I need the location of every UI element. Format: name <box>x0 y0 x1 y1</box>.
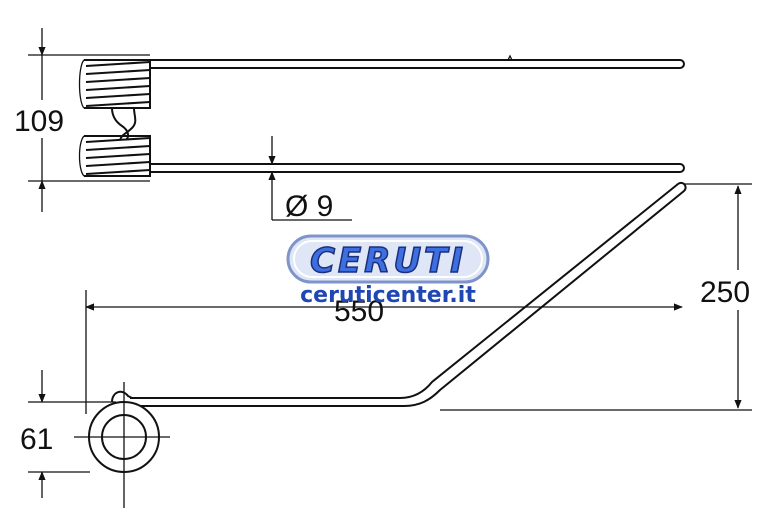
dimension-diameter-label: Ø 9 <box>285 190 333 223</box>
brand-url: ceruticenter.it <box>300 283 476 308</box>
dimension-109-label: 109 <box>14 105 64 138</box>
dimension-250-label: 250 <box>700 276 750 309</box>
side-view: 550 250 61 <box>20 181 752 508</box>
top-view: 109 Ø 9 <box>14 28 685 223</box>
dimension-61-label: 61 <box>20 423 53 456</box>
dimension-250: 250 <box>440 183 752 411</box>
upper-coil <box>78 59 151 109</box>
lower-coil <box>78 135 151 177</box>
upper-tine <box>150 59 685 69</box>
brand-badge <box>286 234 490 284</box>
lower-tine <box>150 163 685 173</box>
dimension-diameter: Ø 9 <box>268 136 352 223</box>
coil-eye <box>74 382 170 508</box>
dimension-550: 550 <box>85 290 683 414</box>
dimension-109: 109 <box>14 28 150 212</box>
ceruti-watermark: CERUTI ceruticenter.it <box>286 234 490 308</box>
brand-name: CERUTI <box>310 241 466 281</box>
dimension-550-label: 550 <box>334 295 384 328</box>
dimension-61: 61 <box>20 370 116 498</box>
